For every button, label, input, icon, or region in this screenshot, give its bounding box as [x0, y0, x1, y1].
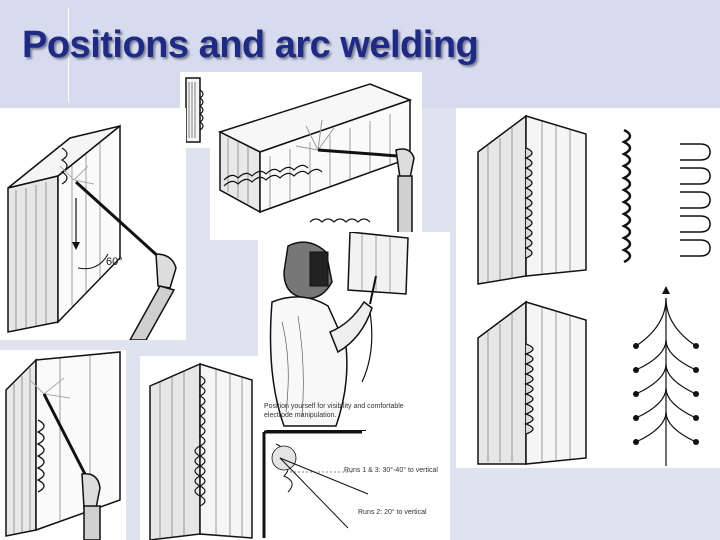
decorative-line [68, 8, 69, 102]
welder-position-illustration: Position yourself for visibility and com… [258, 232, 450, 540]
vertical-plate-illustration [180, 72, 210, 148]
runs-2-caption: Runs 2: 20° to vertical [358, 509, 427, 516]
angle-label: 60° [106, 256, 123, 268]
runs-1-caption: Runs 1 & 3: 30°-40° to vertical [344, 467, 438, 474]
weave-pattern-illustration [456, 108, 720, 468]
vertical-fillet-60-illustration: 60° [0, 108, 186, 340]
welder-caption: Position yourself for visibility and com… [264, 403, 404, 419]
horizontal-weld-illustration [210, 72, 422, 240]
slide-title: Positions and arc welding [22, 24, 479, 66]
vertical-fillet-bead-illustration [140, 356, 258, 540]
vertical-fillet-electrode-illustration [0, 350, 126, 540]
